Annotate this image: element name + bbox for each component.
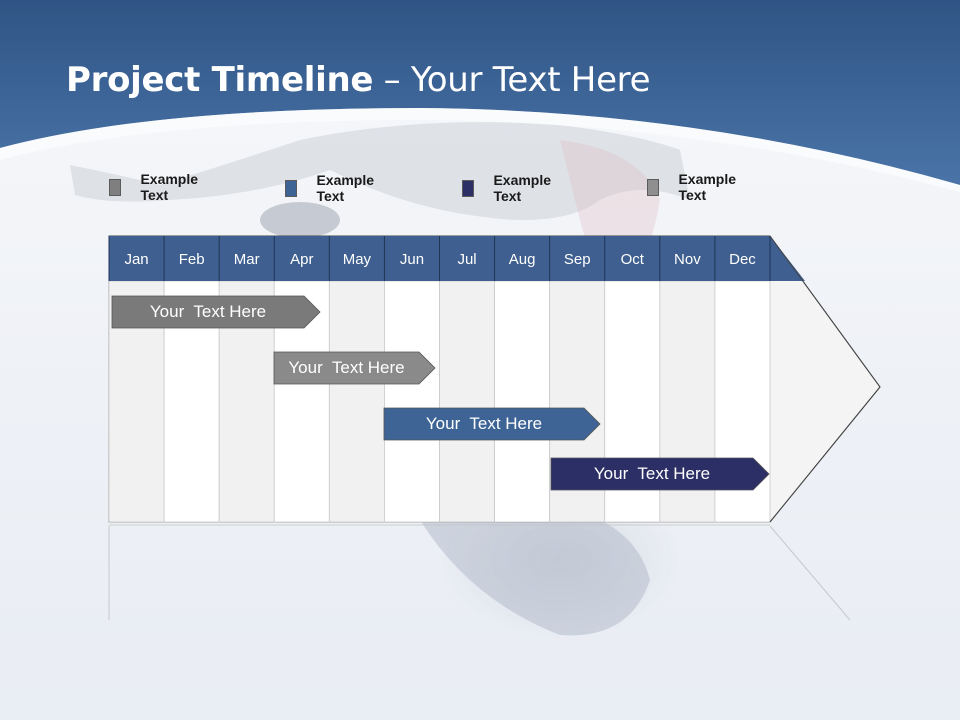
month-column <box>328 280 385 523</box>
task-label: Your Text Here <box>593 464 711 483</box>
legend-swatch-3 <box>462 179 475 197</box>
month-label: Jun <box>400 251 424 268</box>
task-label: Your Text Here <box>288 358 405 377</box>
month-label: Nov <box>674 251 701 268</box>
legend-item-2: Example Text <box>285 172 379 204</box>
month-label: Dec <box>729 251 756 268</box>
legend-label-2: Example Text <box>316 172 375 204</box>
legend-item-4: Example Text <box>647 171 741 203</box>
month-label: May <box>343 251 372 268</box>
month-label: Jul <box>457 251 476 268</box>
title-bold: Project Timeline <box>66 60 374 100</box>
month-column <box>439 280 495 523</box>
month-header-bar <box>109 236 805 281</box>
legend-swatch-2 <box>285 179 298 197</box>
task-bar <box>273 351 436 385</box>
legend-label-3: Example Text <box>493 172 552 204</box>
arrow-outline <box>769 235 881 523</box>
month-label: Aug <box>509 251 536 268</box>
month-label: Sep <box>564 251 591 268</box>
legend-item-3: Example Text <box>462 172 556 204</box>
month-column <box>494 280 551 523</box>
month-label: Jan <box>124 251 148 268</box>
task-label: Your Text Here <box>425 414 543 433</box>
task-label: Your Text Here <box>149 302 267 321</box>
legend-item-1: Example Text <box>109 171 203 203</box>
legend-swatch-1 <box>109 178 122 196</box>
legend-label-4: Example Text <box>678 171 737 203</box>
reflection-line <box>769 525 851 621</box>
task-bar <box>111 295 321 329</box>
title-rest: – Your Text Here <box>373 60 651 100</box>
month-label: Feb <box>179 251 205 268</box>
month-column <box>384 280 440 523</box>
legend-swatch-4 <box>647 178 660 196</box>
page-title: Project Timeline – Your Text Here <box>66 60 651 100</box>
task-bar <box>383 407 601 441</box>
task-bar <box>550 457 770 491</box>
legend-label-1: Example Text <box>140 171 199 203</box>
month-label: Apr <box>290 251 313 268</box>
month-label: Mar <box>234 251 260 268</box>
month-label: Oct <box>621 251 645 268</box>
